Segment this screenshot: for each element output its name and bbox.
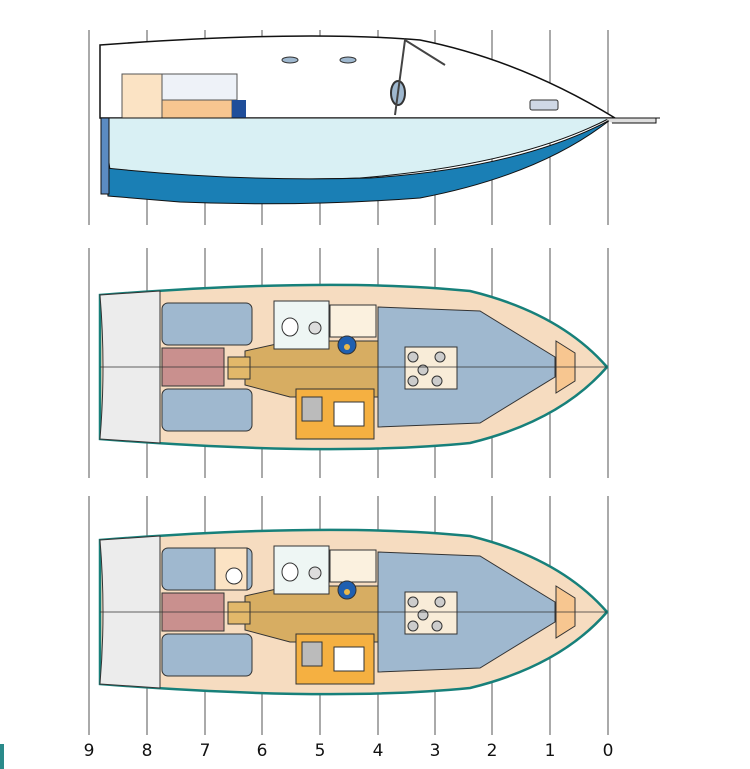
stove-icon xyxy=(333,401,365,427)
chart-table xyxy=(329,304,377,338)
toilet-icon xyxy=(225,567,243,585)
station-label: 7 xyxy=(200,741,211,761)
cup-holder-icon xyxy=(417,609,429,621)
station-label: 0 xyxy=(603,741,614,761)
navigator-head-icon xyxy=(344,344,350,350)
companionway-steps xyxy=(227,356,251,380)
toilet-icon xyxy=(281,317,299,337)
basin-icon xyxy=(308,321,322,335)
cup-holder-icon xyxy=(407,351,419,363)
bowsprit xyxy=(605,117,657,124)
toilet-icon xyxy=(281,562,299,582)
station-label: 8 xyxy=(142,741,153,761)
station-label: 9 xyxy=(84,741,95,761)
station-label: 3 xyxy=(430,741,441,761)
corner-mark xyxy=(0,744,4,769)
basin-icon xyxy=(308,566,322,580)
bulkhead-blue xyxy=(232,100,246,118)
cup-holder-icon xyxy=(431,620,443,632)
station-label: 2 xyxy=(487,741,498,761)
cup-holder-icon xyxy=(407,596,419,608)
cockpit-seat xyxy=(161,388,253,432)
companionway-steps xyxy=(227,601,251,625)
cup-holder-icon xyxy=(417,364,429,376)
accommodation-plan-2 xyxy=(98,528,609,696)
hatch-icon xyxy=(529,99,559,111)
rudder-transom xyxy=(100,117,110,195)
station-labels: 9 8 7 6 5 4 3 2 1 0 xyxy=(84,741,614,761)
cup-holder-icon xyxy=(434,596,446,608)
station-label: 6 xyxy=(257,741,268,761)
cup-holder-icon xyxy=(407,375,419,387)
sink-icon xyxy=(301,396,323,422)
station-label: 5 xyxy=(315,741,326,761)
cup-holder-icon xyxy=(407,620,419,632)
accommodation-plan-1 xyxy=(98,283,609,451)
sprayhood-frame xyxy=(394,38,446,116)
berth-profile xyxy=(121,73,163,119)
chart-table xyxy=(329,549,377,583)
cup-holder-icon xyxy=(434,351,446,363)
navigator-head-icon xyxy=(344,589,350,595)
cup-holder-icon xyxy=(431,375,443,387)
portlight-icon xyxy=(339,56,357,64)
profile-view xyxy=(99,35,660,205)
sink-icon xyxy=(301,641,323,667)
station-label: 4 xyxy=(373,741,384,761)
station-label: 1 xyxy=(545,741,556,761)
bulkhead-profile xyxy=(161,73,238,101)
cockpit-seat xyxy=(161,302,253,346)
hull-topsides xyxy=(102,117,611,180)
settee-profile xyxy=(161,99,233,119)
portlight-icon xyxy=(281,56,299,64)
stove-icon xyxy=(333,646,365,672)
cockpit-seat xyxy=(161,633,253,677)
